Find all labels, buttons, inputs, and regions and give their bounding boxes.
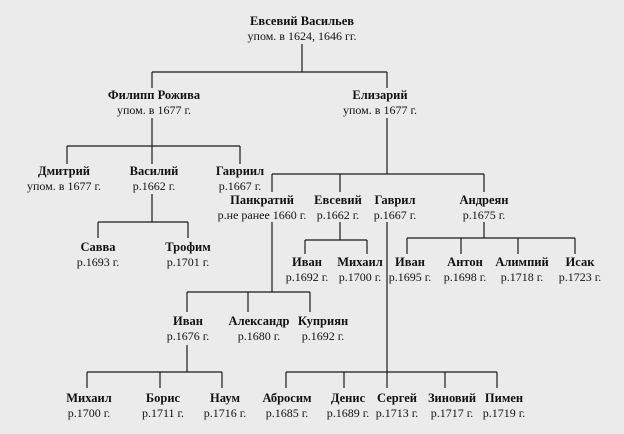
person-note: р.1675 г. (462, 208, 506, 222)
person-name: Денис (330, 391, 366, 405)
person-note: р.1716 г. (203, 406, 247, 420)
person-name: Абросим (262, 391, 312, 405)
person-name: Дмитрий (38, 164, 90, 178)
person-note: р.1689 г. (326, 406, 370, 420)
person-zinoviy: Зиновий р.1717 г. (428, 391, 476, 421)
person-note: упом. в 1677 г. (342, 103, 418, 117)
person-name: Гавриил (215, 164, 265, 178)
person-ivan-andreyan: Иван р.1695 г. (389, 255, 432, 285)
person-name: Михаил (66, 391, 112, 405)
person-gavriil-elizariy: Гаврил р.1667 г. (374, 193, 417, 223)
person-note: р.1695 г. (388, 270, 432, 284)
person-name: Зиновий (427, 391, 477, 405)
person-note: р.1692 г. (285, 270, 329, 284)
person-isak: Исак р.1723 г. (559, 255, 602, 285)
person-name: Куприян (297, 314, 349, 328)
person-ivan-evseviy: Иван р.1692 г. (286, 255, 329, 285)
person-name: Наум (210, 391, 240, 405)
person-name: Иван (292, 255, 322, 269)
person-anton: Антон р.1698 г. (444, 255, 487, 285)
person-trofim: Трофим р.1701 г. (165, 240, 210, 270)
person-name: Иван (395, 255, 425, 269)
person-mikhail-ivan: Михаил р.1700 г. (66, 391, 112, 421)
person-name: Андреян (459, 193, 509, 207)
person-ivan-pankratiy: Иван р.1676 г. (167, 314, 210, 344)
person-name: Пимен (484, 391, 524, 405)
person-note: р.1717 г. (430, 406, 474, 420)
person-name: Савва (80, 240, 116, 254)
person-alimpiy: Алимпий р.1718 г. (495, 255, 548, 285)
person-note: р.1667 г. (373, 208, 417, 222)
person-note: упом. в 1677 г. (116, 103, 192, 117)
person-name: Борис (145, 391, 181, 405)
person-note: р.1676 г. (166, 329, 210, 343)
person-name: Сергей (377, 391, 417, 405)
person-note: р.1723 г. (558, 270, 602, 284)
person-name: Гаврил (374, 193, 416, 207)
person-note: р.1698 г. (443, 270, 487, 284)
person-mikhail-evseviy: Михаил р.1700 г. (337, 255, 383, 285)
person-name: Антон (447, 255, 483, 269)
person-note: р.1700 г. (67, 406, 111, 420)
person-name: Исак (565, 255, 595, 269)
person-note: р.1680 г. (237, 329, 281, 343)
person-sergey: Сергей р.1713 г. (376, 391, 419, 421)
person-note: р.1692 г. (301, 329, 345, 343)
person-abrosim: Абросим р.1685 г. (262, 391, 311, 421)
person-evseviy: Евсевий р.1662 г. (314, 193, 362, 223)
person-name: Трофим (165, 240, 211, 254)
person-note: р.1713 г. (375, 406, 419, 420)
person-note: р.1685 г. (265, 406, 309, 420)
person-name: Михаил (337, 255, 383, 269)
person-filipp-rozhiva: Филипп Роживa упом. в 1677 г. (108, 88, 200, 118)
person-note: р.не ранее 1660 г. (217, 208, 307, 222)
person-pimen: Пимен р.1719 г. (483, 391, 526, 421)
person-name: Елизарий (352, 88, 408, 102)
person-andreyan: Андреян р.1675 г. (459, 193, 508, 223)
person-pankratiy: Панкратий р.не ранее 1660 г. (218, 193, 307, 223)
person-elizariy: Елизарий упом. в 1677 г. (343, 88, 417, 118)
person-name: Алимпий (495, 255, 549, 269)
person-naum: Наум р.1716 г. (204, 391, 247, 421)
person-name: Евсевий Васильев (249, 14, 355, 28)
person-dmitriy: Дмитрий упом. в 1677 г. (27, 164, 101, 194)
person-name: Панкратий (230, 193, 294, 207)
person-gavriil: Гавриил р.1667 г. (216, 164, 264, 194)
person-note: р.1693 г. (76, 255, 120, 269)
person-denis: Денис р.1689 г. (327, 391, 370, 421)
person-note: р.1711 г. (141, 406, 185, 420)
person-name: Евсевий (314, 193, 362, 207)
person-aleksandr: Александр р.1680 г. (229, 314, 290, 344)
person-name: Василий (129, 164, 179, 178)
person-kupriyan: Куприян р.1692 г. (298, 314, 348, 344)
person-note: упом. в 1624, 1646 гг. (247, 29, 357, 43)
person-note: р.1718 г. (500, 270, 544, 284)
person-note: р.1700 г. (338, 270, 382, 284)
person-name: Александр (228, 314, 290, 328)
person-name: Филипп Роживa (107, 88, 201, 102)
person-note: упом. в 1677 г. (26, 179, 102, 193)
person-savva: Савва р.1693 г. (77, 240, 120, 270)
person-boris: Борис р.1711 г. (142, 391, 184, 421)
person-name: Иван (173, 314, 203, 328)
person-note: р.1701 г. (166, 255, 210, 269)
person-evseviy-vasiliev: Евсевий Васильев упом. в 1624, 1646 гг. (248, 14, 357, 44)
person-note: р.1662 г. (132, 179, 176, 193)
person-vasiliy: Василий р.1662 г. (130, 164, 179, 194)
person-note: р.1719 г. (482, 406, 526, 420)
person-note: р.1662 г. (316, 208, 360, 222)
person-note: р.1667 г. (218, 179, 262, 193)
